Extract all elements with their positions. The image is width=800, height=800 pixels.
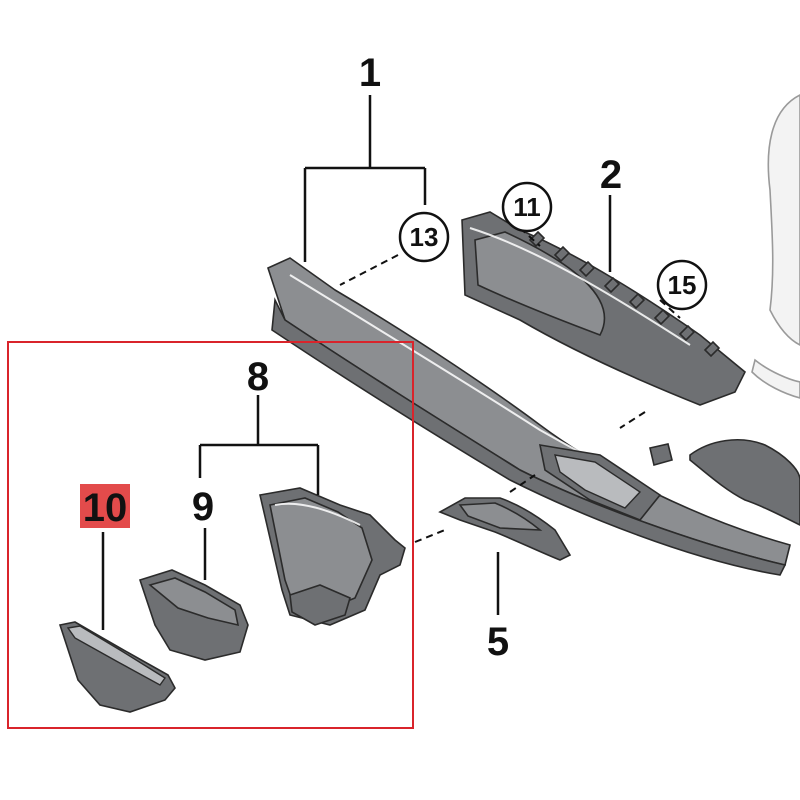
tray-teeth [528,230,721,358]
part-side-panel [689,439,800,526]
highlight-frame [7,341,414,729]
callout-13: 13 [410,222,439,252]
leader-1 [303,95,427,262]
leader-lines [101,95,681,630]
callout-5: 5 [487,620,509,664]
part-8-bracket [259,487,406,626]
callout-13-circle: 13 [398,211,450,263]
leader-tray-sill [619,411,646,429]
part-10-trim-strip [58,621,176,713]
leader-13 [339,254,399,286]
leader-5-dash [509,474,536,493]
callout-8: 8 [247,355,269,399]
callout-11: 11 [513,192,541,222]
callout-15: 15 [668,270,697,300]
part-console-back [751,94,800,399]
callout-9: 9 [192,485,214,529]
part-1-sill-trim [267,257,791,576]
part-9-cup [138,569,249,661]
part-2-tray [461,211,747,406]
callout-2: 2 [600,153,622,197]
callout-11-circle: 11 [501,181,553,233]
highlight-label-bg [80,484,130,528]
callout-1: 1 [359,51,381,95]
leader-8 [198,395,320,495]
leader-8-dash [414,529,446,543]
callout-15-circle: 15 [656,259,708,311]
leader-15 [659,299,681,319]
part-5-trim-piece [438,497,572,561]
callout-10: 10 [83,486,128,530]
